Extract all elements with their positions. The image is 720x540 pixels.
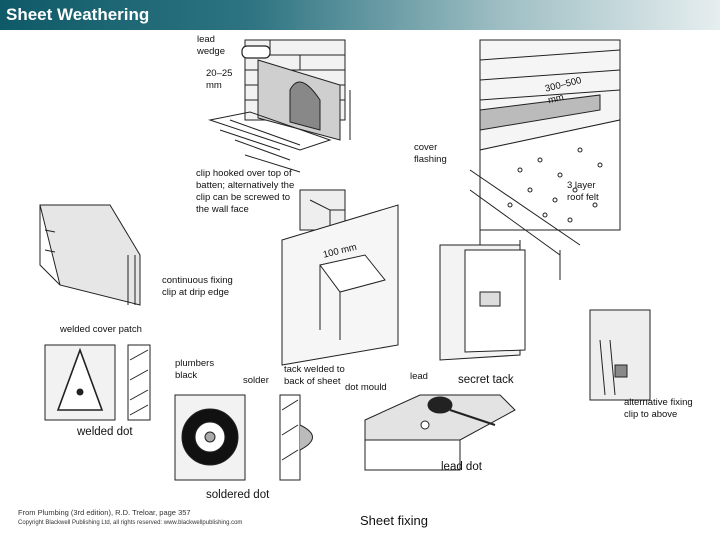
label-plumbers-black: plumbers black bbox=[175, 358, 215, 381]
label-lead: lead bbox=[410, 371, 428, 382]
label-solder: solder bbox=[243, 375, 269, 386]
label-clip-hooked: clip hooked over top of batten; alternat… bbox=[196, 168, 295, 215]
secret-tack-drawing bbox=[439, 244, 526, 361]
title-bar: Sheet Weathering bbox=[0, 0, 720, 30]
label-roof-felt: 3 layer roof felt bbox=[567, 180, 599, 203]
label-continuous-clip: continuous fixing clip at drip edge bbox=[162, 275, 233, 298]
drip-edge-drawing bbox=[39, 204, 141, 306]
label-alt-clip: alternative fixing clip to above bbox=[624, 397, 693, 420]
cover-flashing-drawing bbox=[469, 39, 621, 280]
label-dot-mould: dot mould bbox=[345, 382, 387, 393]
label-welded-patch: welded cover patch bbox=[60, 324, 142, 335]
label-soldered-dot: soldered dot bbox=[206, 489, 270, 501]
welded-dot-drawing bbox=[44, 344, 151, 421]
caption-sheet-fixing: Sheet fixing bbox=[360, 513, 428, 528]
page-title: Sheet Weathering bbox=[6, 5, 150, 24]
tack-clip-drawing bbox=[281, 204, 399, 366]
label-lead-wedge: lead wedge bbox=[197, 34, 225, 57]
label-lead-dot: lead dot bbox=[441, 461, 482, 473]
wall-flashing-drawing bbox=[208, 39, 351, 173]
label-welded-dot: welded dot bbox=[77, 426, 133, 438]
label-secret-tack: secret tack bbox=[458, 374, 514, 386]
lead-dot-drawing bbox=[364, 394, 516, 471]
alt-clip-drawing bbox=[589, 309, 651, 401]
source-copyright: Copyright Blackwell Publishing Ltd, all … bbox=[18, 520, 243, 526]
soldered-dot-drawing bbox=[174, 394, 313, 481]
label-tack-welded: tack welded to back of sheet bbox=[284, 364, 345, 387]
label-gap: 20–25 mm bbox=[206, 68, 233, 91]
label-cover-flashing: cover flashing bbox=[414, 142, 447, 165]
source-citation: From Plumbing (3rd edition), R.D. Treloa… bbox=[18, 508, 191, 517]
